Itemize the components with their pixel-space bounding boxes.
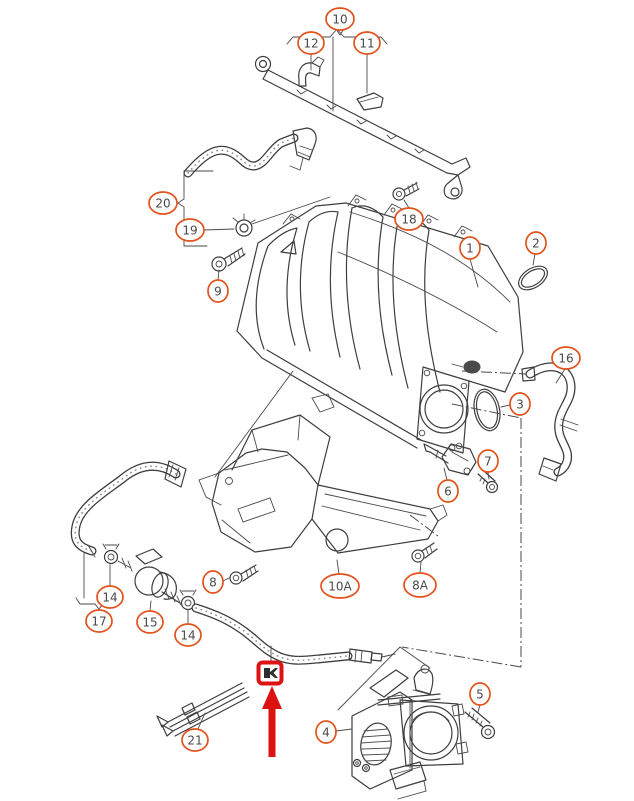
callout-label: 21 bbox=[187, 734, 202, 748]
throttle-body-4 bbox=[351, 664, 469, 800]
callout-label: 17 bbox=[91, 615, 106, 629]
intake-manifold-1 bbox=[236, 194, 524, 454]
clamp-14-left bbox=[102, 543, 120, 565]
callout-label: 19 bbox=[182, 224, 197, 238]
bolt-8 bbox=[229, 564, 259, 585]
support-bracket-10a bbox=[198, 414, 448, 554]
callout-label: 3 bbox=[516, 398, 524, 412]
hose-lower bbox=[191, 603, 396, 665]
callout-label: 9 bbox=[214, 285, 222, 299]
callout-9[interactable]: 9 bbox=[207, 279, 229, 303]
highlight-arrow-icon bbox=[262, 686, 282, 757]
callout-12[interactable]: 12 bbox=[297, 31, 325, 55]
clip-11 bbox=[356, 92, 384, 111]
callout-label: 10 bbox=[332, 13, 347, 27]
callout-1[interactable]: 1 bbox=[459, 236, 481, 260]
callout-2[interactable]: 2 bbox=[525, 231, 547, 255]
callout-5[interactable]: 5 bbox=[469, 682, 491, 706]
callout-17[interactable]: 17 bbox=[85, 609, 113, 633]
callout-label: 8 bbox=[209, 576, 217, 590]
callout-20[interactable]: 20 bbox=[148, 191, 178, 215]
callout-11[interactable]: 11 bbox=[353, 31, 381, 55]
bolt-8a bbox=[411, 542, 438, 563]
callout-3[interactable]: 3 bbox=[509, 392, 531, 416]
callout-14[interactable]: 14 bbox=[174, 623, 202, 647]
callout-16[interactable]: 16 bbox=[551, 346, 581, 370]
hose-16 bbox=[521, 362, 579, 482]
sensor-6 bbox=[423, 443, 477, 476]
callout-label: 16 bbox=[558, 352, 573, 366]
retainer-clip-12 bbox=[298, 56, 325, 87]
screw-7 bbox=[477, 471, 499, 494]
callout-7[interactable]: 7 bbox=[477, 449, 499, 473]
callout-10a[interactable]: 10A bbox=[320, 573, 360, 599]
callout-label: 8A bbox=[412, 579, 429, 593]
callout-label: 2 bbox=[532, 237, 540, 251]
callout-label: 20 bbox=[155, 197, 170, 211]
callout-4[interactable]: 4 bbox=[315, 720, 337, 744]
callout-label: 18 bbox=[401, 213, 416, 227]
bolt-18 bbox=[392, 181, 420, 201]
callout-18[interactable]: 18 bbox=[394, 207, 424, 231]
cable-ties-21 bbox=[156, 682, 250, 737]
valve-15 bbox=[117, 548, 182, 606]
callout-10[interactable]: 10 bbox=[325, 7, 355, 31]
grommet-19 bbox=[232, 213, 256, 237]
callout-15[interactable]: 15 bbox=[136, 610, 164, 634]
callout-label: 14 bbox=[180, 629, 195, 643]
callout-6[interactable]: 6 bbox=[437, 479, 459, 503]
callout-label: 5 bbox=[476, 688, 484, 702]
clamp-14-right bbox=[179, 589, 197, 611]
callout-label: 1 bbox=[466, 242, 474, 256]
bolt-5 bbox=[464, 707, 496, 740]
callout-8a[interactable]: 8A bbox=[403, 572, 437, 598]
callout-label: 11 bbox=[359, 37, 374, 51]
fuel-rail-10 bbox=[254, 55, 471, 200]
callout-label: 14 bbox=[102, 591, 117, 605]
callout-19[interactable]: 19 bbox=[175, 218, 205, 242]
leader-lines bbox=[75, 28, 566, 732]
seal-2 bbox=[518, 265, 548, 291]
highlight-marker-glyph-icon bbox=[264, 668, 278, 678]
callout-label: 12 bbox=[303, 37, 318, 51]
o-ring-3 bbox=[473, 388, 501, 432]
callout-label: 15 bbox=[142, 616, 157, 630]
callout-label: 4 bbox=[322, 726, 330, 740]
callout-label: 10A bbox=[328, 580, 352, 594]
callout-label: 6 bbox=[444, 485, 452, 499]
callout-8[interactable]: 8 bbox=[202, 570, 224, 594]
bolt-9 bbox=[211, 247, 246, 272]
callout-label: 7 bbox=[484, 455, 492, 469]
alignment-lines bbox=[401, 370, 527, 668]
hose-17 bbox=[70, 460, 187, 558]
vent-hose-20 bbox=[183, 127, 317, 178]
callout-21[interactable]: 21 bbox=[181, 728, 209, 752]
highlight-overlay bbox=[256, 660, 284, 757]
callout-14[interactable]: 14 bbox=[96, 585, 124, 609]
